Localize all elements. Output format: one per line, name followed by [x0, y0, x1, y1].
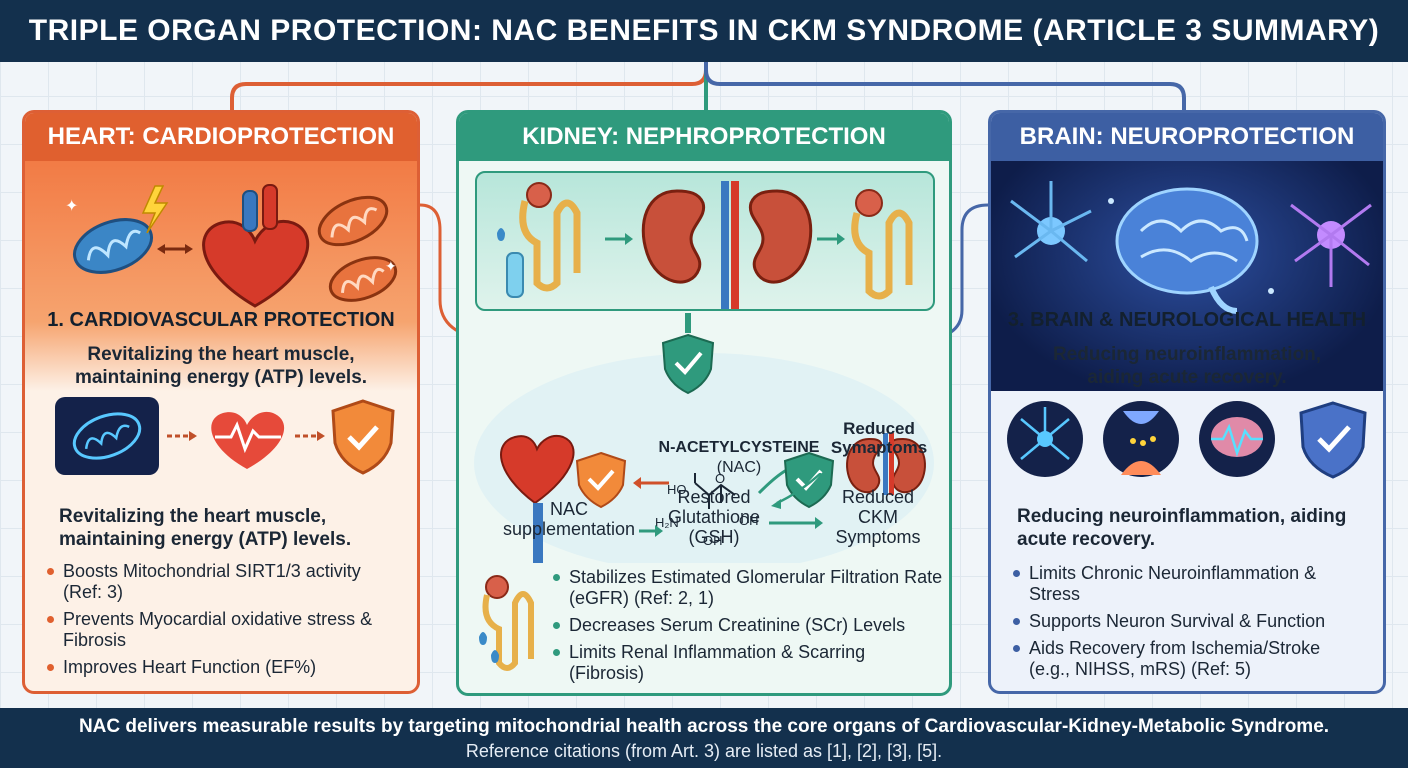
- footer-bar: NAC delivers measurable results by targe…: [0, 708, 1408, 768]
- shield-check-icon: [331, 399, 395, 475]
- heart-bullet-list: Boosts Mitochondrial SIRT1/3 activity (R…: [45, 561, 385, 684]
- heart-panel: HEART: CARDIOPROTECTION: [22, 110, 420, 694]
- neuron-icon: [1007, 401, 1083, 477]
- shield-check-icon: [661, 333, 715, 395]
- brain-desc-line1: Reducing neuroinflammation, aiding: [1017, 506, 1347, 527]
- molecule-structure: [694, 473, 736, 509]
- heart-icon: [202, 184, 310, 308]
- footer-references: Reference citations (from Art. 3) are li…: [465, 741, 943, 761]
- footer-summary: NAC delivers measurable results by targe…: [78, 716, 1330, 737]
- brain-panel-title: BRAIN: NEUROPROTECTION: [991, 113, 1383, 161]
- brain-subtitle-line2: aiding acute recovery.: [1087, 367, 1287, 388]
- kidney-body-diagram: HO H₂N OH OH O: [474, 313, 934, 563]
- brain-mechanism-row: [1007, 401, 1367, 479]
- flow-step1-line1: NAC: [549, 499, 588, 519]
- list-item: Limits Renal Inflammation & Scarring (Fi…: [551, 642, 943, 684]
- nephron-icon: [479, 575, 534, 671]
- list-item: Prevents Myocardial oxidative stress & F…: [45, 609, 385, 651]
- chem-ho: HO: [667, 482, 687, 497]
- brain-illustration: [991, 161, 1383, 391]
- flow-step2-line1: Restored: [677, 487, 751, 507]
- chem-h2n: H₂N: [655, 515, 679, 530]
- heart-panel-title: HEART: CARDIOPROTECTION: [25, 113, 417, 161]
- brain-icon: [1115, 187, 1259, 314]
- header-bar: TRIPLE ORGAN PROTECTION: NAC BENEFITS IN…: [0, 0, 1408, 62]
- brain-subtitle-line1: Reducing neuroinflammation,: [1052, 344, 1322, 365]
- list-item: Limits Chronic Neuroinflammation & Stres…: [1011, 563, 1361, 605]
- list-item: Aids Recovery from Ischemia/Stroke (e.g.…: [1011, 638, 1361, 680]
- kidney-icon: [846, 433, 926, 495]
- mitochondria-icon: [317, 195, 398, 302]
- reduced-symptoms-line2: Symaptoms: [830, 438, 928, 457]
- heart-illustration: ✦ ✦: [25, 161, 417, 391]
- list-item: Decreases Serum Creatinine (SCr) Levels: [551, 615, 943, 636]
- heart-icon: [500, 435, 575, 563]
- nephron-icon: [497, 182, 581, 298]
- flow-step3-line2: CKM: [858, 507, 898, 527]
- mitochondria-icon: [73, 218, 153, 274]
- svg-text:✦: ✦: [65, 198, 78, 215]
- flow-step3-line3: Symptoms: [835, 527, 921, 547]
- svg-text:✦: ✦: [385, 258, 397, 274]
- heart-desc-line1: Revitalizing the heart muscle,: [59, 506, 327, 527]
- nephron-icon: [851, 189, 913, 300]
- kidney-illustration: [475, 171, 935, 311]
- chem-oh-1: OH: [739, 513, 759, 528]
- chem-o: O: [715, 471, 725, 486]
- kidney-bullet-list: Stabilizes Estimated Glomerular Filtrati…: [551, 567, 943, 690]
- page-title: TRIPLE ORGAN PROTECTION: NAC BENEFITS IN…: [28, 14, 1380, 47]
- flow-step3-line1: Reduced: [841, 487, 915, 507]
- neuron-icon: [1290, 203, 1372, 287]
- heart-mechanism-row: [55, 397, 395, 475]
- heart-icon: [211, 411, 285, 469]
- brain-section-title: 3. BRAIN & NEUROLOGICAL HEALTH: [1007, 309, 1367, 331]
- heart-subtitle-line2: maintaining energy (ATP) levels.: [74, 367, 368, 388]
- flow-step2-line3: (GSH): [688, 527, 740, 547]
- heart-subtitle-line1: Revitalizing the heart muscle,: [87, 344, 355, 365]
- shield-check-icon: [575, 451, 627, 509]
- list-item: Supports Neuron Survival & Function: [1011, 611, 1361, 632]
- kidney-icon: [641, 181, 813, 309]
- list-item: Stabilizes Estimated Glomerular Filtrati…: [551, 567, 943, 609]
- chem-oh-2: OH: [703, 533, 723, 548]
- heart-desc-line2: maintaining energy (ATP) levels.: [59, 529, 352, 550]
- brain-wave-icon: [1199, 401, 1275, 477]
- flow-step2-line2: Glutathione: [667, 507, 761, 527]
- brain-bullet-list: Limits Chronic Neuroinflammation & Stres…: [1011, 563, 1361, 686]
- list-item: Boosts Mitochondrial SIRT1/3 activity (R…: [45, 561, 385, 603]
- lightning-icon: [141, 185, 169, 234]
- neuron-icon: [1010, 181, 1092, 263]
- brain-desc-line2: acute recovery.: [1017, 529, 1156, 550]
- shield-check-icon: [1299, 401, 1367, 479]
- mitochondria-icon: [72, 412, 142, 460]
- kidney-panel: KIDNEY: NEPHROPROTECTION: [456, 110, 952, 696]
- kidney-panel-title: KIDNEY: NEPHROPROTECTION: [459, 113, 949, 161]
- brain-panel: BRAIN: NEUROPROTECTION 3. BRAIN & NEUROL…: [988, 110, 1386, 694]
- molecule-abbr: (NAC): [716, 459, 762, 476]
- kidney-flow-arrows: [639, 473, 823, 537]
- molecule-name: N-ACETYLCYSTEINE: [658, 439, 820, 456]
- reduced-symptoms-line1: Reduced: [843, 419, 915, 438]
- synapse-icon: [1103, 401, 1179, 477]
- heart-section-title: 1. CARDIOVASCULAR PROTECTION: [47, 309, 395, 331]
- flow-step1-line2: supplementation: [502, 519, 636, 539]
- shield-check-icon: [783, 451, 835, 509]
- list-item: Improves Heart Function (EF%): [45, 657, 385, 678]
